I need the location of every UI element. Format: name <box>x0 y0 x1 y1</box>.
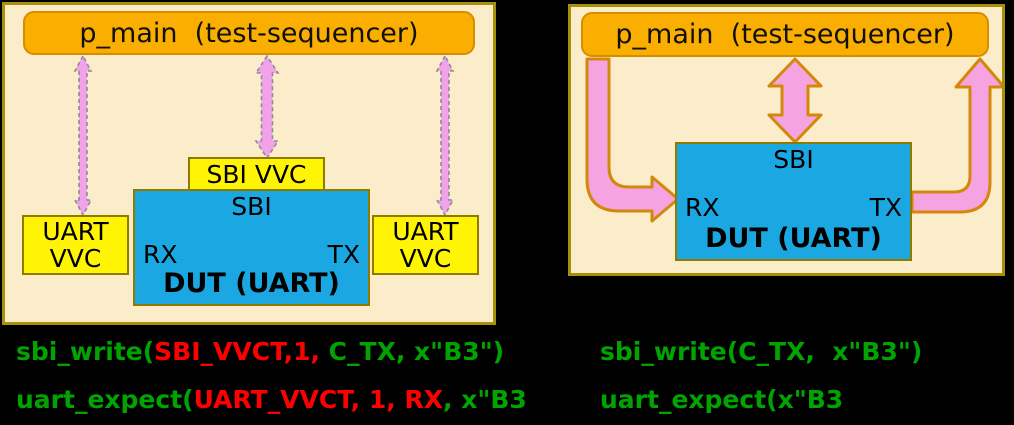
code-line-left-2: uart_expect(UART_VVCT, 1, RX, x"B3 <box>16 385 527 414</box>
p-main-label: p_main (test-sequencer) <box>79 17 419 49</box>
dut-port-rx: RX <box>685 193 720 222</box>
dashed-arrow-right <box>435 54 455 217</box>
code-seg: , x"B3 <box>443 385 527 414</box>
code-seg: uart_expect( <box>16 385 194 414</box>
code-seg: sbi_write( <box>16 337 155 366</box>
dut-port-sbi: SBI <box>773 145 814 174</box>
p-main-box-left: p_main (test-sequencer) <box>23 11 475 55</box>
elbow-arrow-from-tx <box>910 57 1002 214</box>
dut-box-right: SBI RX TX DUT (UART) <box>675 142 912 261</box>
sbi-vvc-box: SBI VVC <box>188 157 325 191</box>
dut-port-sbi: SBI <box>231 192 272 221</box>
dut-port-tx: TX <box>869 193 902 222</box>
dashed-arrow-left <box>73 54 93 217</box>
code-seg: SBI_VVCT,1, <box>154 337 320 366</box>
left-panel: p_main (test-sequencer) SBI VVC SBI RX T… <box>2 2 496 325</box>
dut-box-left: SBI RX TX DUT (UART) <box>133 189 370 306</box>
right-panel: p_main (test-sequencer) SBI RX TX DUT (U… <box>568 4 1005 276</box>
dashed-arrow-center <box>254 54 280 160</box>
dut-port-rx: RX <box>143 240 178 269</box>
dut-label: DUT (UART) <box>705 223 882 254</box>
code-seg: UART_VVCT, 1, RX <box>193 385 443 414</box>
code-line-right-1: sbi_write(C_TX, x"B3") <box>600 337 923 366</box>
dut-label: DUT (UART) <box>163 268 340 299</box>
double-arrow-sbi <box>767 57 823 144</box>
code-line-left-1: sbi_write(SBI_VVCT,1, C_TX, x"B3") <box>16 337 504 366</box>
uart-vvc-right-box: UART VVC <box>372 215 479 275</box>
sbi-vvc-label: SBI VVC <box>206 159 307 189</box>
uart-vvc-left-box: UART VVC <box>22 215 129 275</box>
dut-port-tx: TX <box>327 240 360 269</box>
code-line-right-2: uart_expect(x"B3 <box>600 385 844 414</box>
p-main-box-right: p_main (test-sequencer) <box>581 12 989 57</box>
uart-vvc-right-label: UART VVC <box>392 217 459 273</box>
elbow-arrow-to-rx <box>585 57 680 223</box>
p-main-label: p_main (test-sequencer) <box>615 19 955 50</box>
code-seg: C_TX, x"B3") <box>319 337 505 366</box>
uart-vvc-left-label: UART VVC <box>42 217 109 273</box>
